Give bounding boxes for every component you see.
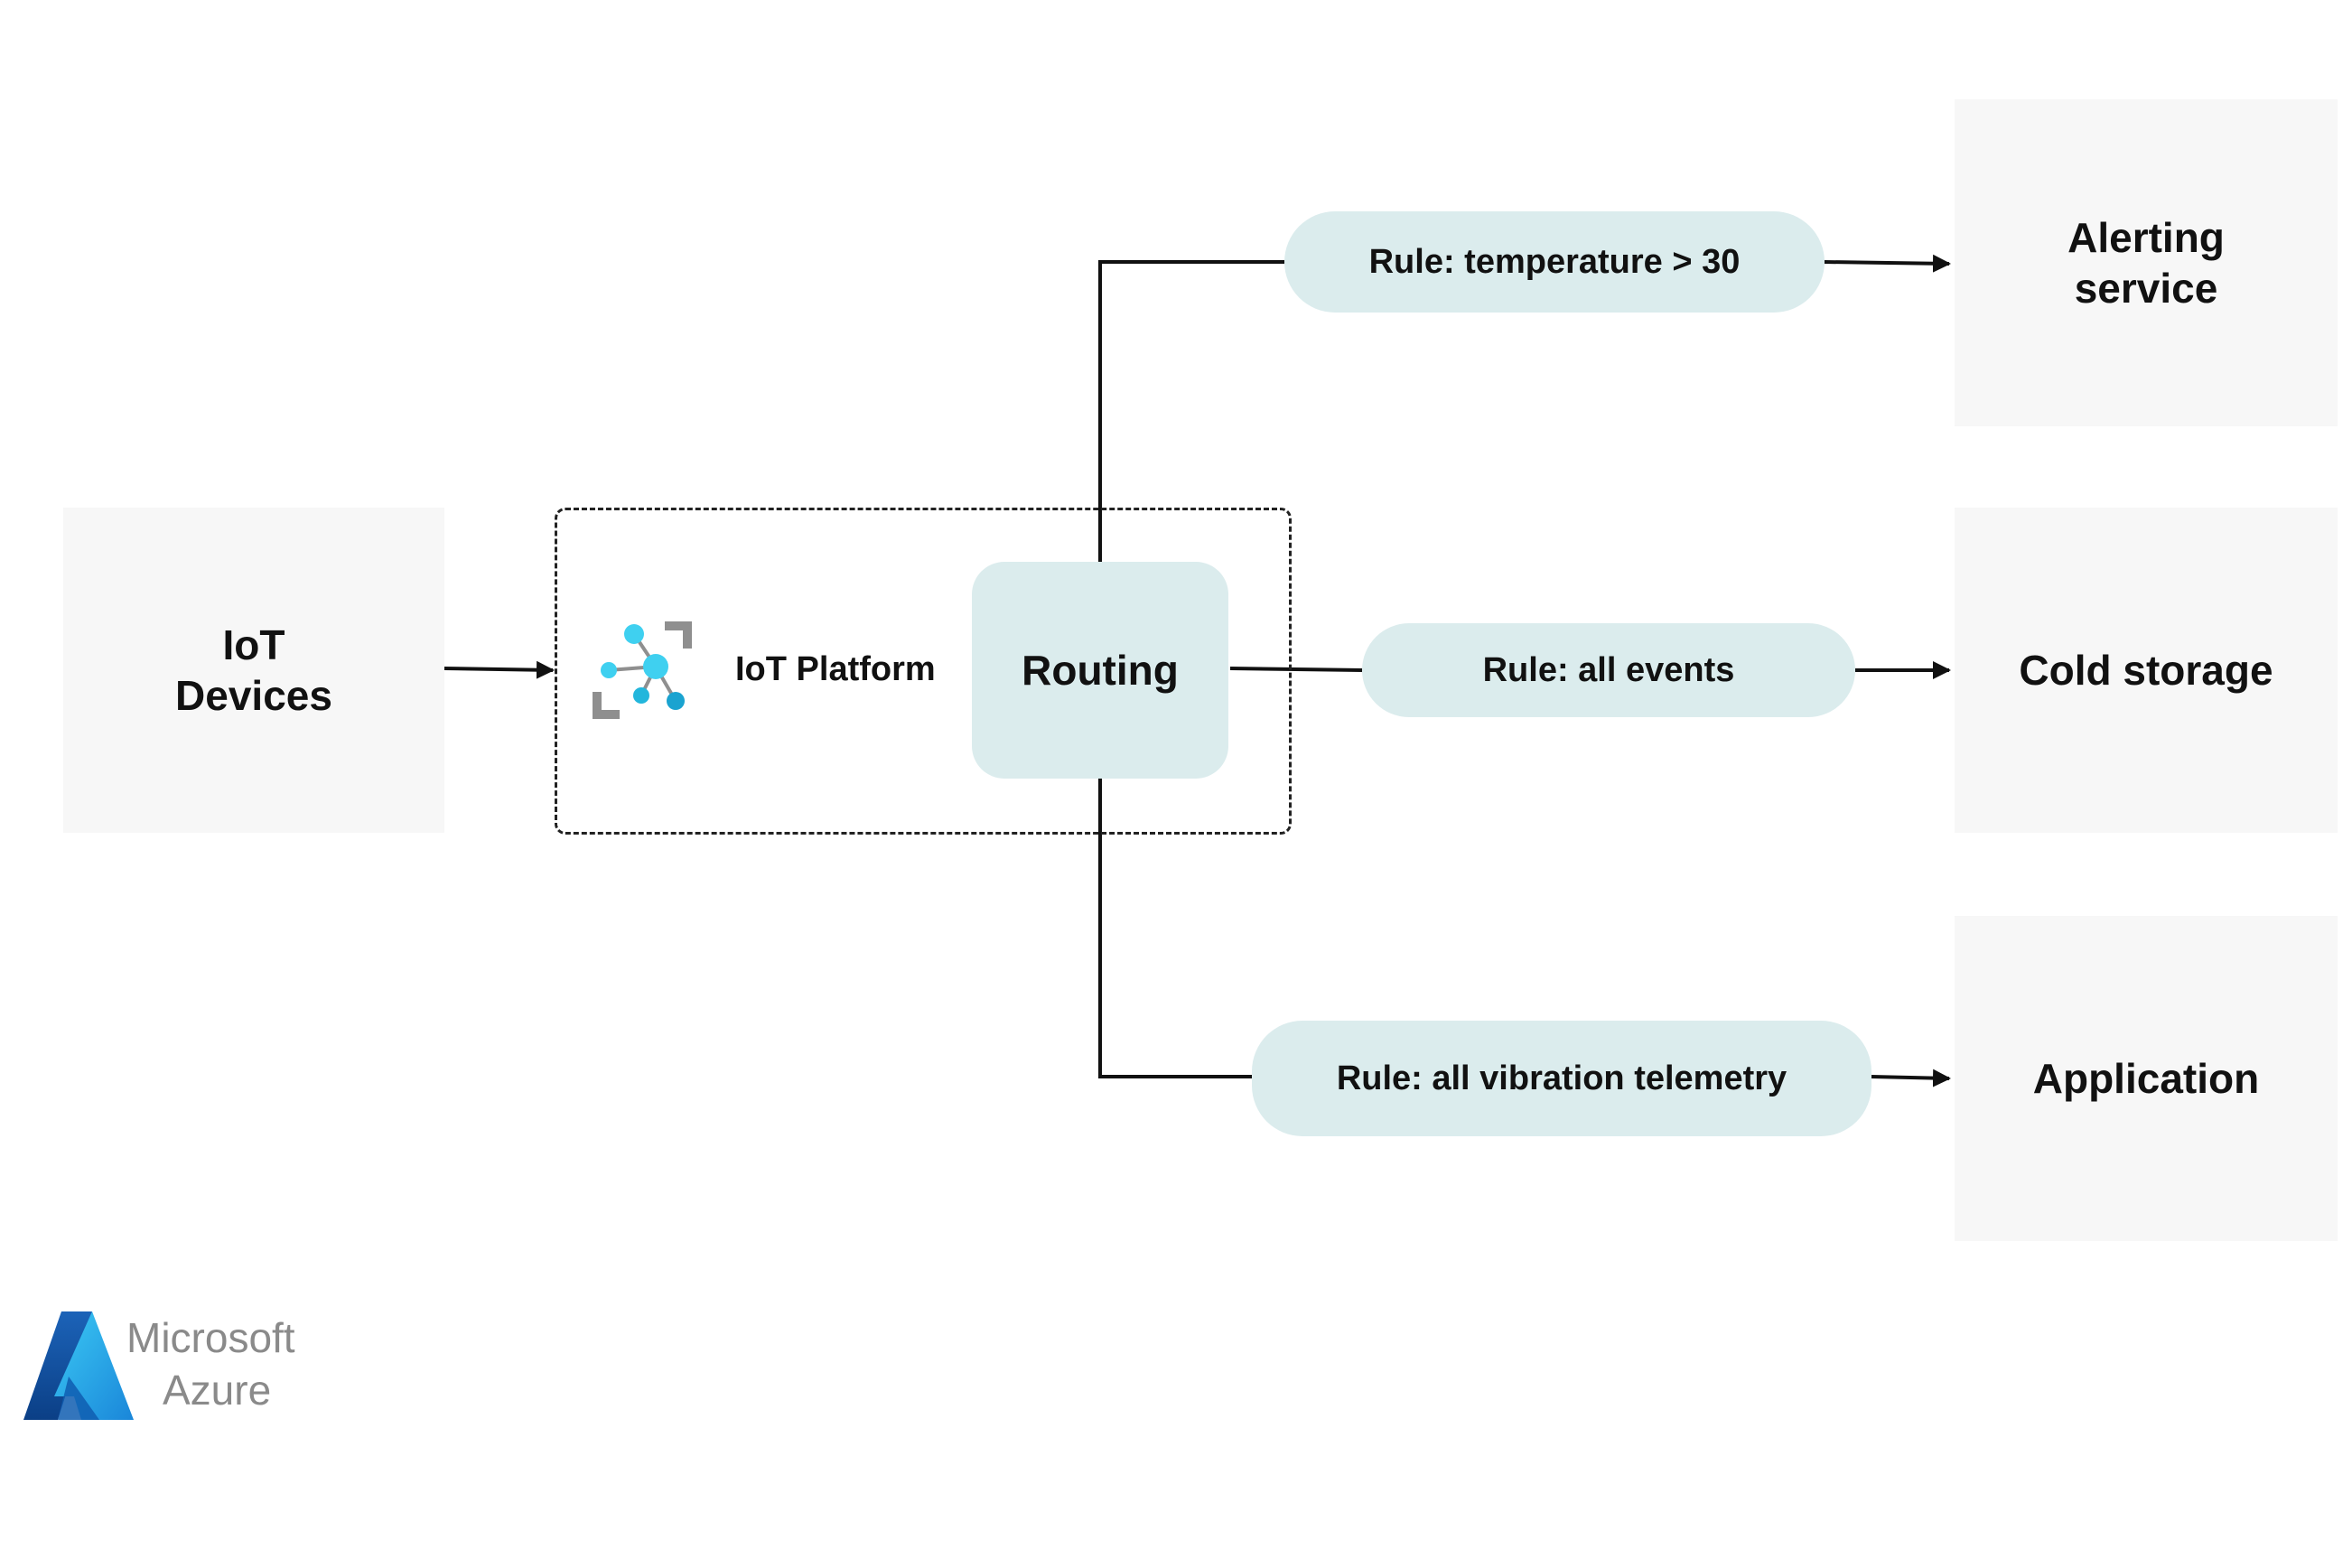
iot-platform-container — [555, 508, 1292, 835]
arrow-vibration-to-application — [1871, 1069, 1951, 1087]
rule-vibration-label: Rule: all vibration telemetry — [1336, 1059, 1787, 1097]
rule-all-events-label: Rule: all events — [1482, 650, 1735, 689]
line-routing-to-temperature-rule — [1098, 260, 1284, 562]
routing-label: Routing — [1022, 647, 1179, 694]
cold-storage-node: Cold storage — [1955, 508, 2338, 833]
rule-vibration: Rule: all vibration telemetry — [1252, 1021, 1871, 1136]
iot-platform-label: IoT Platform — [735, 649, 936, 688]
alerting-service-node: Alerting service — [1955, 99, 2338, 426]
arrow-temperature-to-alerting — [1824, 254, 1951, 273]
azure-logo-icon — [23, 1311, 134, 1420]
rule-all-events: Rule: all events — [1362, 623, 1855, 717]
line-routing-to-all-events-rule — [1229, 667, 1363, 672]
application-node: Application — [1955, 916, 2338, 1241]
rule-temperature-label: Rule: temperature > 30 — [1368, 242, 1741, 281]
application-label: Application — [2032, 1055, 2260, 1102]
alerting-service-label: Alerting service — [2067, 214, 2225, 312]
routing-node: Routing — [972, 562, 1228, 779]
iot-devices-node: IoT Devices — [63, 508, 444, 833]
logo-text-microsoft: Microsoft — [126, 1314, 295, 1361]
cold-storage-label: Cold storage — [2019, 647, 2273, 694]
iot-hub-icon — [593, 621, 692, 719]
arrow-devices-to-platform — [443, 660, 555, 679]
line-routing-to-vibration-rule — [1098, 777, 1254, 1078]
rule-temperature: Rule: temperature > 30 — [1284, 211, 1825, 313]
iot-devices-label: IoT Devices — [175, 621, 332, 719]
logo-text-azure: Azure — [163, 1367, 272, 1414]
